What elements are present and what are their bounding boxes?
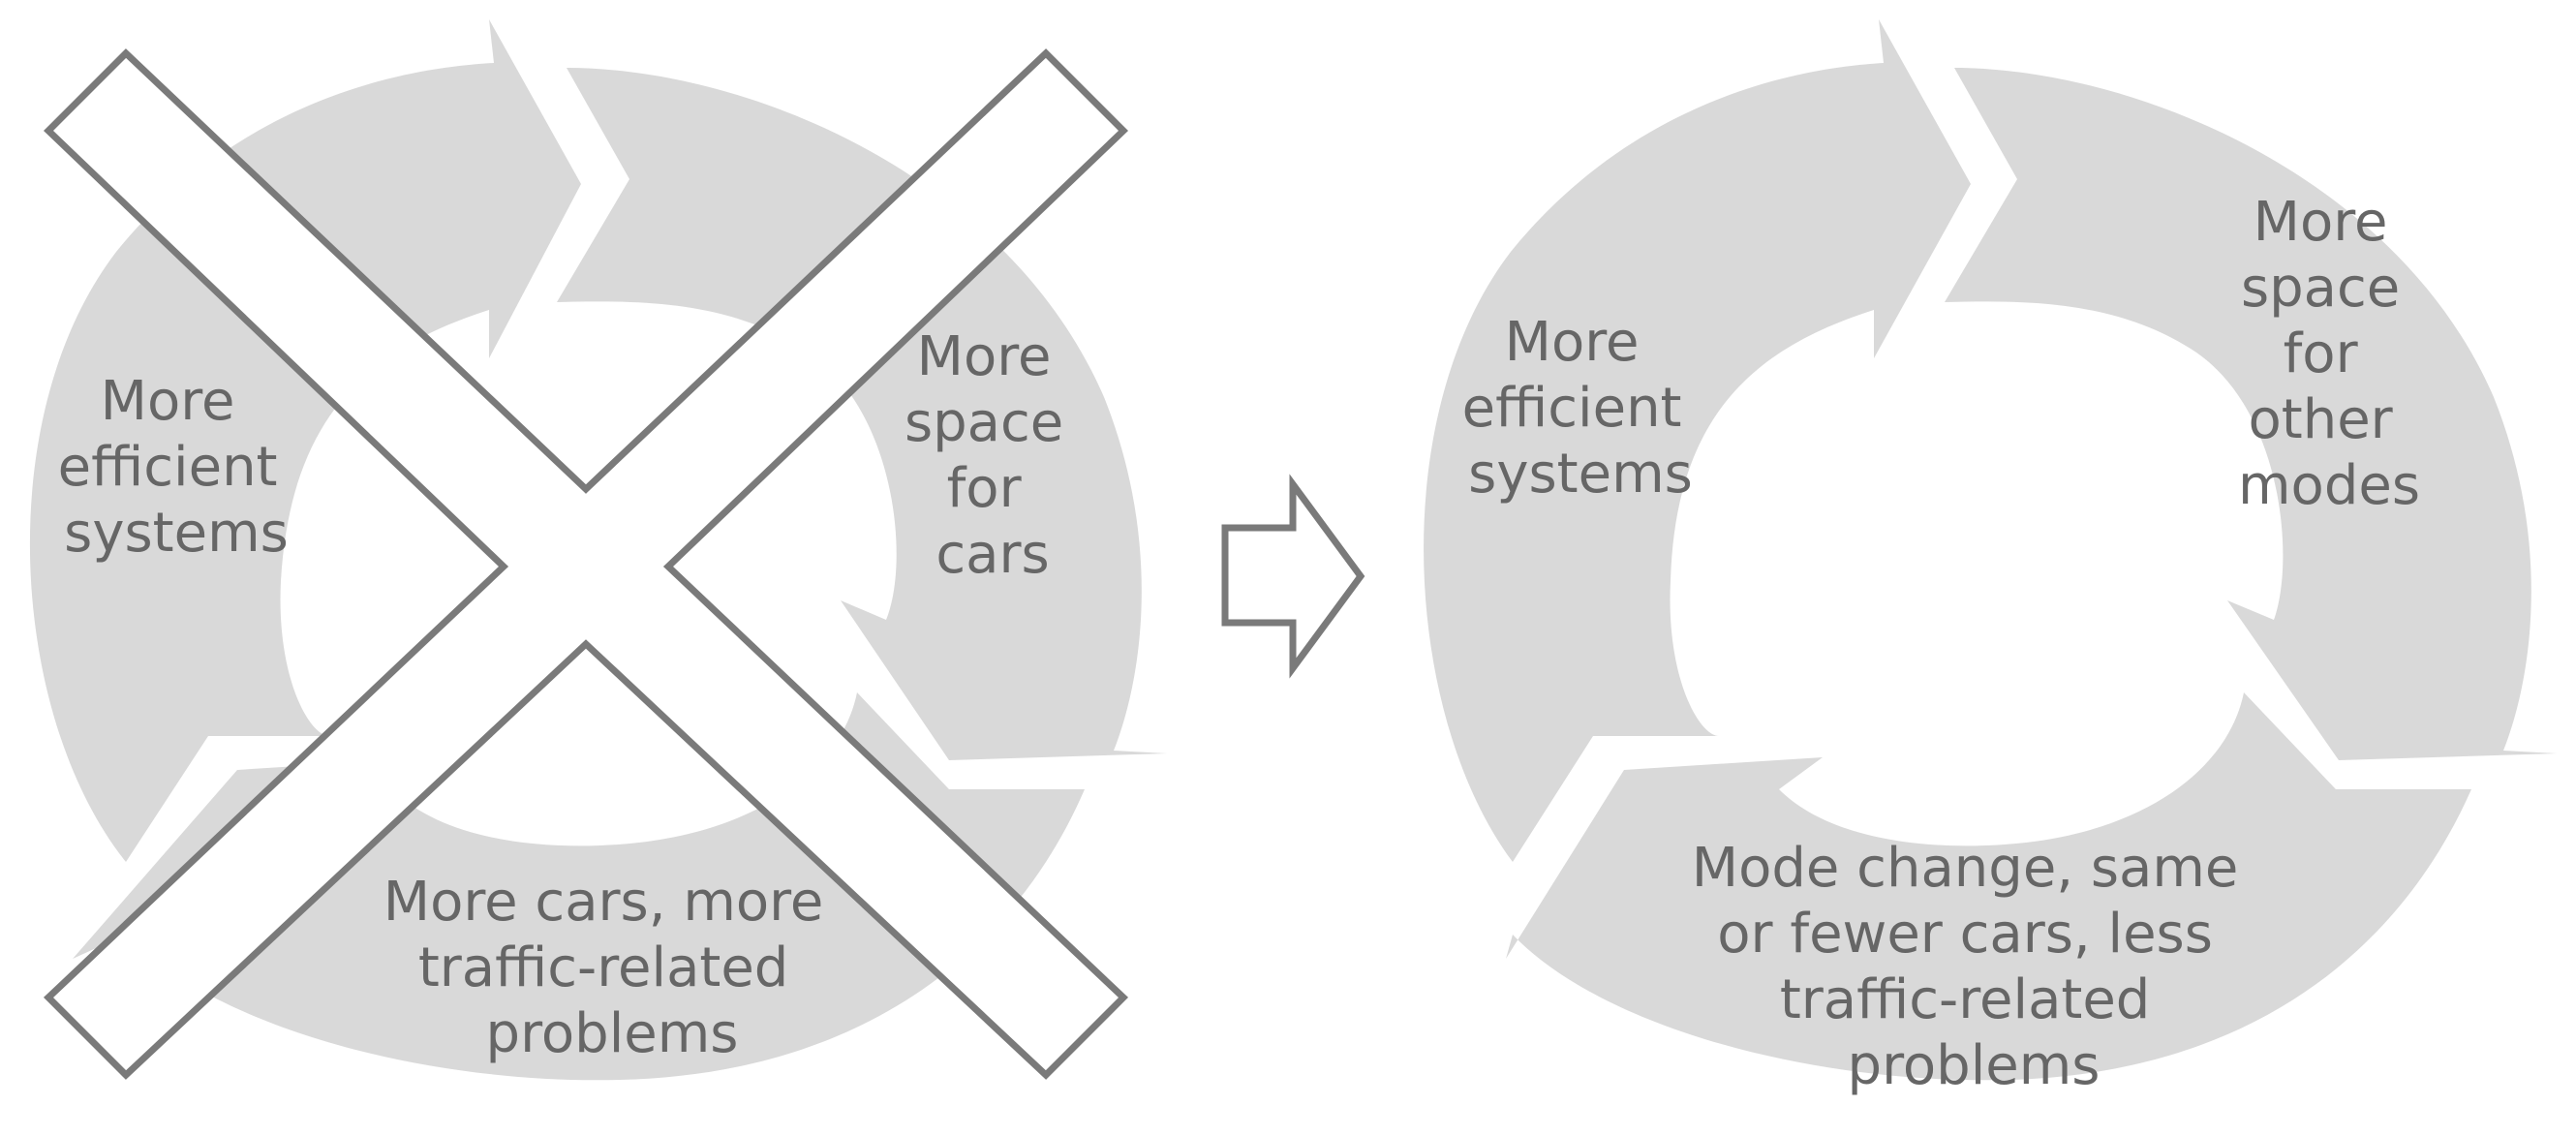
label-line: problems bbox=[486, 1002, 739, 1065]
label-line: other bbox=[2249, 388, 2394, 451]
right-cycle-segment-cars bbox=[1506, 692, 2471, 1081]
label-line: More bbox=[917, 325, 1052, 388]
label-line: systems bbox=[1468, 443, 1693, 506]
label-line: systems bbox=[64, 502, 289, 565]
left-cycle-segment-space bbox=[557, 68, 1167, 760]
label-line: modes bbox=[2238, 454, 2420, 517]
label-line: for bbox=[947, 457, 1023, 520]
left-segment-space-label: More space for cars bbox=[905, 325, 1081, 586]
label-line: space bbox=[2241, 257, 2400, 320]
right-segment-efficient-label: More efficient systems bbox=[1462, 311, 1700, 506]
label-line: More cars, more bbox=[383, 871, 824, 934]
label-line: More bbox=[1505, 311, 1640, 374]
label-line: cars bbox=[935, 523, 1049, 586]
right-cycle-segment-efficient bbox=[1424, 19, 1971, 862]
right-arrow-icon bbox=[1221, 474, 1365, 679]
label-line: More bbox=[2254, 191, 2388, 254]
left-segment-cars-label: More cars, more traffic-related problems bbox=[383, 871, 841, 1065]
label-line: problems bbox=[1848, 1034, 2101, 1097]
right-cycle: More efficient systems More space for ot… bbox=[1424, 19, 2557, 1097]
right-segment-space-label: More space for other modes bbox=[2238, 191, 2420, 517]
label-line: for bbox=[2284, 322, 2359, 385]
label-line: traffic-related bbox=[1780, 968, 2151, 1031]
label-line: Mode change, same bbox=[1692, 837, 2239, 900]
label-line: space bbox=[905, 391, 1063, 454]
crossed-out-x-icon bbox=[43, 48, 1129, 1080]
label-line: efficient bbox=[58, 436, 278, 499]
label-line: efficient bbox=[1462, 377, 1682, 440]
right-cycle-segment-space bbox=[1945, 68, 2557, 760]
left-segment-efficient-label: More efficient systems bbox=[58, 370, 295, 565]
label-line: More bbox=[101, 370, 235, 433]
label-line: or fewer cars, less bbox=[1717, 903, 2213, 966]
right-segment-mode-change-label: Mode change, same or fewer cars, less tr… bbox=[1692, 837, 2255, 1097]
label-line: traffic-related bbox=[418, 936, 789, 999]
